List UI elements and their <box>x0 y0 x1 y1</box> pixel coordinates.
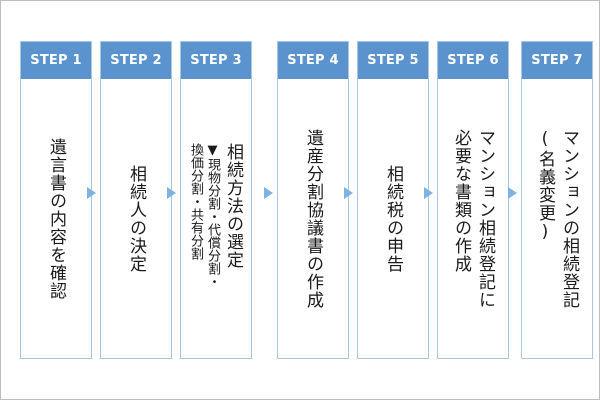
step-6-header: STEP 6 <box>438 42 508 79</box>
step-3-line-3: 換価分割・共有分割 <box>188 143 203 260</box>
step-3-box: STEP 3 相続方法の選定 ▼現物分割・代償分割・ 換価分割・共有分割 <box>180 41 252 359</box>
step-3-line-2: ▼現物分割・代償分割・ <box>205 143 220 288</box>
step-2-header: STEP 2 <box>101 42 171 79</box>
triangle-right-icon <box>344 187 353 199</box>
step-4-body: 遺産分割協議書の作成 <box>278 79 348 358</box>
step-6-body: マンション相続登記に 必要な書類の作成 <box>438 79 508 358</box>
step-3-text: 相続方法の選定 ▼現物分割・代償分割・ 換価分割・共有分割 <box>187 143 245 288</box>
step-6-text: マンション相続登記に 必要な書類の作成 <box>449 129 497 309</box>
step-7-line-2: (名義変更) <box>535 128 555 243</box>
step-5-line-1: 相続税の申告 <box>383 164 403 273</box>
triangle-right-icon <box>424 187 433 199</box>
step-6-line-2: 必要な書類の作成 <box>451 128 471 273</box>
step-2-line-1: 相続人の決定 <box>126 164 146 273</box>
step-3-header: STEP 3 <box>181 42 251 79</box>
triangle-right-icon <box>87 187 96 199</box>
step-7-header: STEP 7 <box>522 42 592 79</box>
step-1-text: 遺言書の内容を確認 <box>44 138 68 300</box>
step-1-header: STEP 1 <box>21 42 91 79</box>
step-1-box: STEP 1 遺言書の内容を確認 <box>20 41 92 359</box>
step-7-text: マンションの相続登記 (名義変更) <box>533 129 581 309</box>
step-2-box: STEP 2 相続人の決定 <box>100 41 172 359</box>
step-4-header: STEP 4 <box>278 42 348 79</box>
step-4-text: 遺産分割協議書の作成 <box>301 129 325 309</box>
step-7-line-1: マンションの相続登記 <box>559 128 579 309</box>
step-4-box: STEP 4 遺産分割協議書の作成 <box>277 41 349 359</box>
triangle-right-icon <box>508 187 517 199</box>
triangle-right-icon <box>264 187 273 199</box>
step-3-line-1: 相続方法の選定 <box>223 143 243 269</box>
triangle-right-icon <box>167 187 176 199</box>
step-6-box: STEP 6 マンション相続登記に 必要な書類の作成 <box>437 41 509 359</box>
step-1-body: 遺言書の内容を確認 <box>21 79 91 358</box>
step-5-text: 相続税の申告 <box>381 165 405 273</box>
step-3-body: 相続方法の選定 ▼現物分割・代償分割・ 換価分割・共有分割 <box>181 79 251 358</box>
step-7-body: マンションの相続登記 (名義変更) <box>522 79 592 358</box>
step-5-box: STEP 5 相続税の申告 <box>357 41 429 359</box>
step-5-body: 相続税の申告 <box>358 79 428 358</box>
step-4-line-1: 遺産分割協議書の作成 <box>303 128 323 309</box>
step-1-line-1: 遺言書の内容を確認 <box>46 137 66 300</box>
step-5-header: STEP 5 <box>358 42 428 79</box>
step-6-line-1: マンション相続登記に <box>475 128 495 309</box>
step-2-text: 相続人の決定 <box>124 165 148 273</box>
step-2-body: 相続人の決定 <box>101 79 171 358</box>
step-7-box: STEP 7 マンションの相続登記 (名義変更) <box>521 41 593 359</box>
